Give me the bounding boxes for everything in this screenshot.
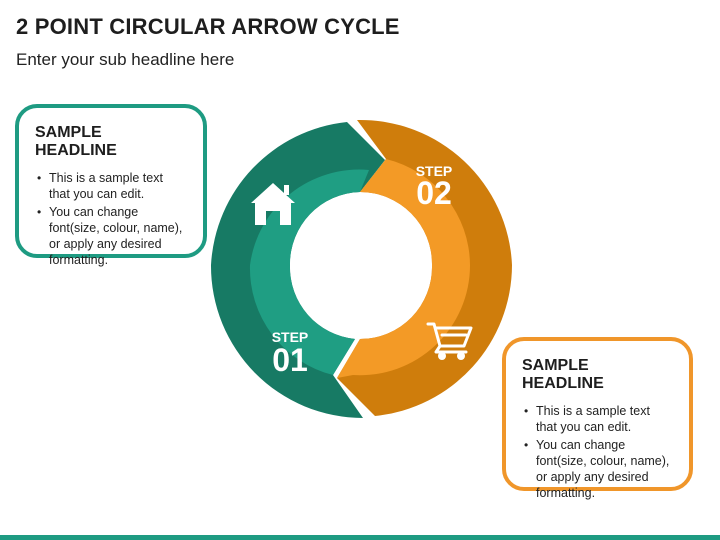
shopping-cart-icon (426, 322, 473, 360)
page-subtitle: Enter your sub headline here (16, 50, 235, 69)
card-bullet-list: This is a sample text that you can edit.… (522, 403, 673, 501)
card-bullet: This is a sample text that you can edit. (37, 170, 187, 202)
card-bullet: You can change font(size, colour, name),… (524, 437, 673, 501)
text-card-step-02: SAMPLE HEADLINE This is a sample text th… (502, 337, 693, 500)
step-01-inner-ring (249, 169, 369, 375)
step-02-label: STEP (416, 163, 453, 179)
card-headline: SAMPLE HEADLINE (522, 357, 604, 392)
card-bullet: You can change font(size, colour, name),… (37, 204, 187, 268)
center-hole (290, 195, 430, 335)
card-bullet: This is a sample text that you can edit. (524, 403, 673, 435)
card-headline: SAMPLE HEADLINE (35, 124, 117, 159)
card-bullet-list: This is a sample text that you can edit.… (35, 170, 187, 268)
footer-accent-bar (0, 535, 720, 540)
home-icon (251, 183, 295, 225)
step-01-label: STEP (272, 329, 309, 345)
page-title: 2 POINT CIRCULAR ARROW CYCLE (16, 14, 400, 39)
step-02-number: 02 (416, 175, 452, 211)
step-02-inner-ring (337, 159, 471, 378)
step-01-number: 01 (272, 342, 308, 378)
text-card-step-01: SAMPLE HEADLINE This is a sample text th… (15, 104, 207, 267)
